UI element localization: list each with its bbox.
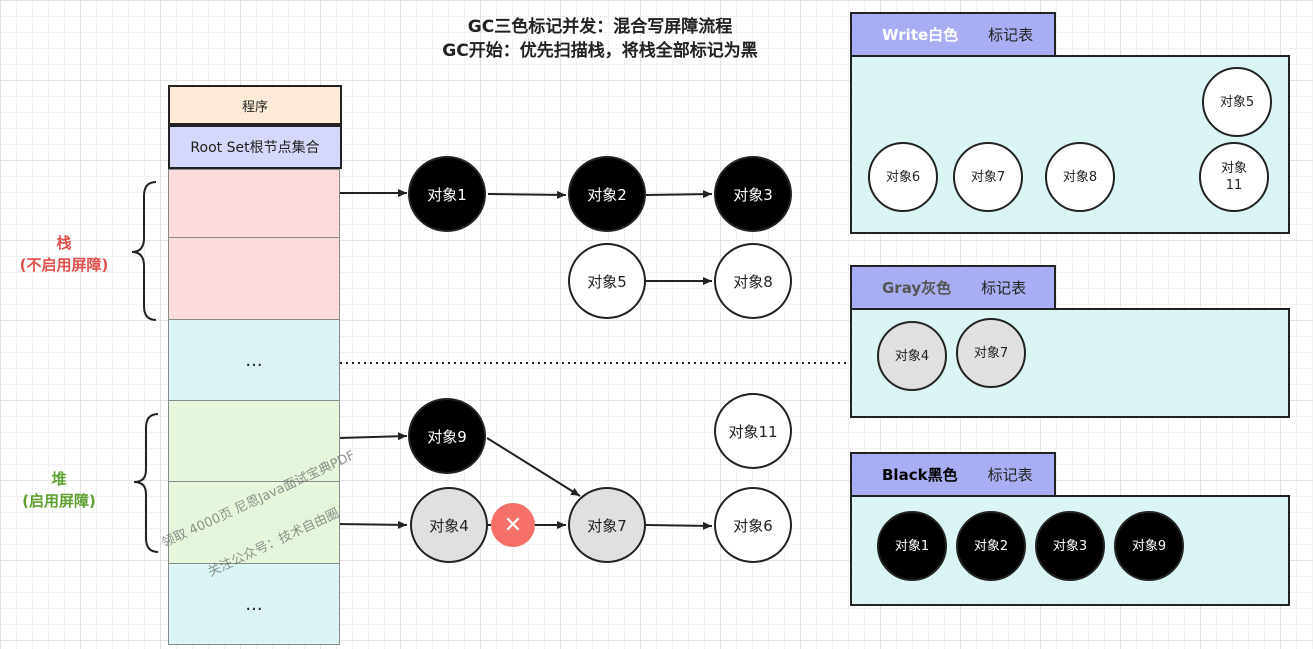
stack-label: 栈 (不启用屏障)	[0, 232, 128, 276]
node-obj8: 对象8	[714, 243, 792, 319]
stack-cell-2	[168, 237, 340, 320]
gray-table-name: Gray灰色	[882, 279, 952, 297]
ellipsis-cell-bottom: ...	[168, 563, 340, 645]
black-item-obj3: 对象3	[1035, 511, 1105, 581]
ellipsis-cell-mid: ...	[168, 319, 340, 401]
node-obj3: 对象3	[714, 156, 792, 232]
white-item-obj7: 对象7	[953, 142, 1023, 212]
white-table-tab: Write白色 标记表	[850, 12, 1056, 57]
black-item-obj2: 对象2	[956, 511, 1026, 581]
arrow-obj1-obj2	[487, 190, 567, 199]
stack-brace	[131, 181, 157, 321]
node-obj2: 对象2	[568, 156, 646, 232]
white-item-obj11: 对象 11	[1199, 142, 1269, 212]
arrow-obj2-obj3	[645, 190, 713, 199]
heap-cell-2	[168, 481, 340, 564]
white-item-obj8: 对象8	[1045, 142, 1115, 212]
stack-cell-1	[168, 169, 340, 238]
node-obj1: 对象1	[408, 156, 486, 232]
heap-label: 堆 (启用屏障)	[0, 468, 118, 512]
arrow-obj9-obj7	[486, 437, 581, 497]
node-obj9: 对象9	[408, 398, 486, 474]
program-cell: 程序	[168, 85, 342, 125]
root-set-cell: Root Set根节点集合	[168, 125, 342, 169]
gray-item-obj7: 对象7	[956, 318, 1026, 388]
delete-reference-icon: ✕	[491, 503, 535, 547]
black-table-name: Black黑色	[882, 466, 958, 484]
gray-item-obj4: 对象4	[877, 321, 947, 391]
gray-table-sub: 标记表	[981, 279, 1027, 297]
black-item-obj9: 对象9	[1114, 511, 1184, 581]
title-line-1: GC三色标记并发：混合写屏障流程	[467, 17, 733, 37]
node-obj4: 对象4	[410, 487, 488, 563]
white-table-name: Write白色	[882, 26, 959, 44]
title-line-2: GC开始：优先扫描栈，将栈全部标记为黑	[442, 41, 758, 61]
heap-cell-1	[168, 400, 340, 482]
node-obj11: 对象11	[714, 393, 792, 469]
arrow-heap-obj9	[337, 432, 408, 441]
white-table-sub: 标记表	[988, 26, 1034, 44]
node-obj6: 对象6	[714, 487, 792, 563]
white-item-obj6: 对象6	[868, 142, 938, 212]
node-obj5: 对象5	[568, 243, 646, 319]
node-obj7: 对象7	[568, 487, 646, 563]
arrow-obj7-obj6	[645, 521, 713, 530]
heap-brace	[133, 413, 159, 553]
gray-table-tab: Gray灰色 标记表	[850, 265, 1056, 310]
heap-label-note: (启用屏障)	[22, 492, 96, 510]
heap-label-title: 堆	[51, 470, 67, 488]
black-table-tab: Black黑色 标记表	[850, 452, 1056, 497]
black-table-sub: 标记表	[987, 466, 1033, 484]
arrow-heap-obj4	[337, 520, 408, 529]
white-item-obj5: 对象5	[1202, 67, 1272, 137]
stack-label-note: (不启用屏障)	[19, 256, 109, 274]
stack-label-title: 栈	[56, 234, 72, 252]
black-item-obj1: 对象1	[877, 511, 947, 581]
